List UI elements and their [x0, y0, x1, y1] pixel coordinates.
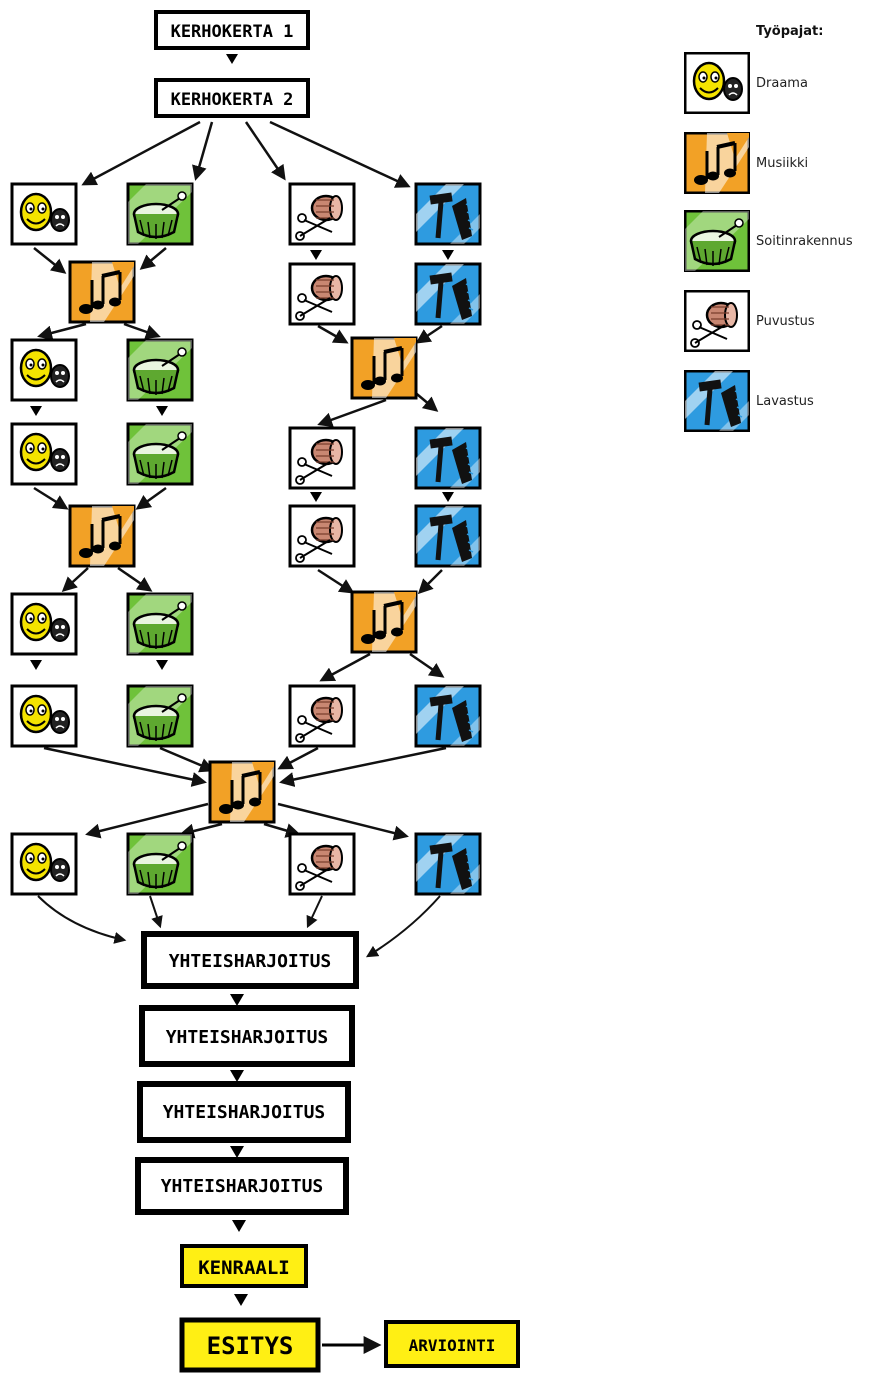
spool-icon — [684, 290, 750, 352]
drama-icon — [10, 182, 78, 246]
spool-icon — [288, 182, 356, 246]
stage-yhteis-4: YHTEISHARJOITUS — [135, 1157, 349, 1215]
stage-esitys-label: ESITYS — [207, 1332, 294, 1360]
legend-label-draama: Draama — [756, 76, 808, 91]
music-icon — [350, 336, 418, 400]
stage-kerho1: KERHOKERTA 1 — [154, 10, 310, 50]
drum-icon — [126, 832, 194, 896]
spool-icon — [288, 262, 356, 326]
stage-yhteis-1: YHTEISHARJOITUS — [141, 931, 359, 989]
hammer-saw-icon — [684, 370, 750, 432]
stage-kerho2-label: KERHOKERTA 2 — [171, 90, 294, 110]
stage-kenraali: KENRAALI — [180, 1244, 308, 1288]
stage-yhteis-label: YHTEISHARJOITUS — [166, 1027, 329, 1048]
music-icon — [68, 504, 136, 568]
drum-icon — [126, 592, 194, 656]
stage-arviointi: ARVIOINTI — [384, 1320, 520, 1368]
stage-kerho2: KERHOKERTA 2 — [154, 78, 310, 118]
legend-label-lavastus: Lavastus — [756, 394, 814, 409]
drum-icon — [684, 210, 750, 272]
music-icon — [684, 132, 750, 194]
arrows-right-1 — [317, 324, 443, 427]
drum-icon — [126, 422, 194, 486]
arrow-head-icon — [234, 1294, 248, 1306]
legend-label-musiikki: Musiikki — [756, 156, 809, 171]
arrows-to-yhteis — [37, 895, 441, 958]
legend-item-musiikki: Musiikki — [684, 132, 884, 196]
arrows-converge — [43, 746, 447, 787]
arrow-head-icon — [442, 492, 454, 502]
hammer-saw-icon — [416, 834, 480, 894]
drama-icon — [684, 52, 750, 114]
drama-icon — [10, 422, 78, 486]
drum-icon — [126, 182, 194, 246]
arrows-kerho2 — [81, 120, 411, 188]
arrow-head-icon — [230, 1070, 244, 1082]
arrows-right-2 — [317, 568, 445, 682]
drama-icon — [10, 832, 78, 896]
spool-icon — [288, 426, 356, 490]
stage-kerho1-label: KERHOKERTA 1 — [171, 22, 294, 42]
drama-icon — [10, 592, 78, 656]
legend-label-puvustus: Puvustus — [756, 314, 815, 329]
arrow-head-icon — [232, 1220, 246, 1232]
arrow-head-icon — [310, 250, 322, 260]
arrow-head-icon — [226, 54, 238, 64]
spool-icon — [288, 832, 356, 896]
legend-item-soitin: Soitinrakennus — [684, 210, 884, 274]
arrow-head-icon — [442, 250, 454, 260]
arrows-left-1 — [33, 247, 167, 341]
arrow-head-icon — [230, 1146, 244, 1158]
arrow-head-icon — [156, 660, 168, 670]
legend-item-puvustus: Puvustus — [684, 290, 884, 354]
legend-item-draama: Draama — [684, 52, 884, 116]
drum-icon — [126, 684, 194, 748]
hammer-saw-icon — [416, 264, 480, 324]
stage-yhteis-label: YHTEISHARJOITUS — [163, 1102, 326, 1123]
arrow-head-icon — [30, 406, 42, 416]
hammer-saw-icon — [416, 506, 480, 566]
stage-yhteis-3: YHTEISHARJOITUS — [137, 1081, 351, 1143]
stage-yhteis-label: YHTEISHARJOITUS — [169, 951, 332, 972]
arrows-left-2 — [33, 486, 167, 593]
drama-icon — [10, 338, 78, 402]
legend-item-lavastus: Lavastus — [684, 370, 884, 434]
arrow-head-icon — [156, 406, 168, 416]
drum-icon — [126, 338, 194, 402]
hammer-saw-icon — [416, 428, 480, 488]
legend-label-soitin: Soitinrakennus — [756, 234, 853, 249]
hammer-saw-icon — [416, 686, 480, 746]
stage-yhteis-2: YHTEISHARJOITUS — [139, 1005, 355, 1067]
music-icon — [68, 260, 136, 324]
stage-yhteis-label: YHTEISHARJOITUS — [161, 1176, 324, 1197]
arrow-head-icon — [30, 660, 42, 670]
spool-icon — [288, 504, 356, 568]
drama-icon — [10, 684, 78, 748]
music-icon — [350, 590, 418, 654]
music-icon — [208, 760, 276, 824]
arrow-head-icon — [310, 492, 322, 502]
arrows-diverge — [85, 802, 409, 841]
stage-arviointi-label: ARVIOINTI — [409, 1336, 496, 1355]
hammer-saw-icon — [416, 184, 480, 244]
spool-icon — [288, 684, 356, 748]
stage-kenraali-label: KENRAALI — [198, 1257, 290, 1279]
stage-esitys: ESITYS — [179, 1317, 321, 1373]
legend-title: Työpajat: — [756, 24, 824, 39]
arrow-head-icon — [230, 994, 244, 1006]
